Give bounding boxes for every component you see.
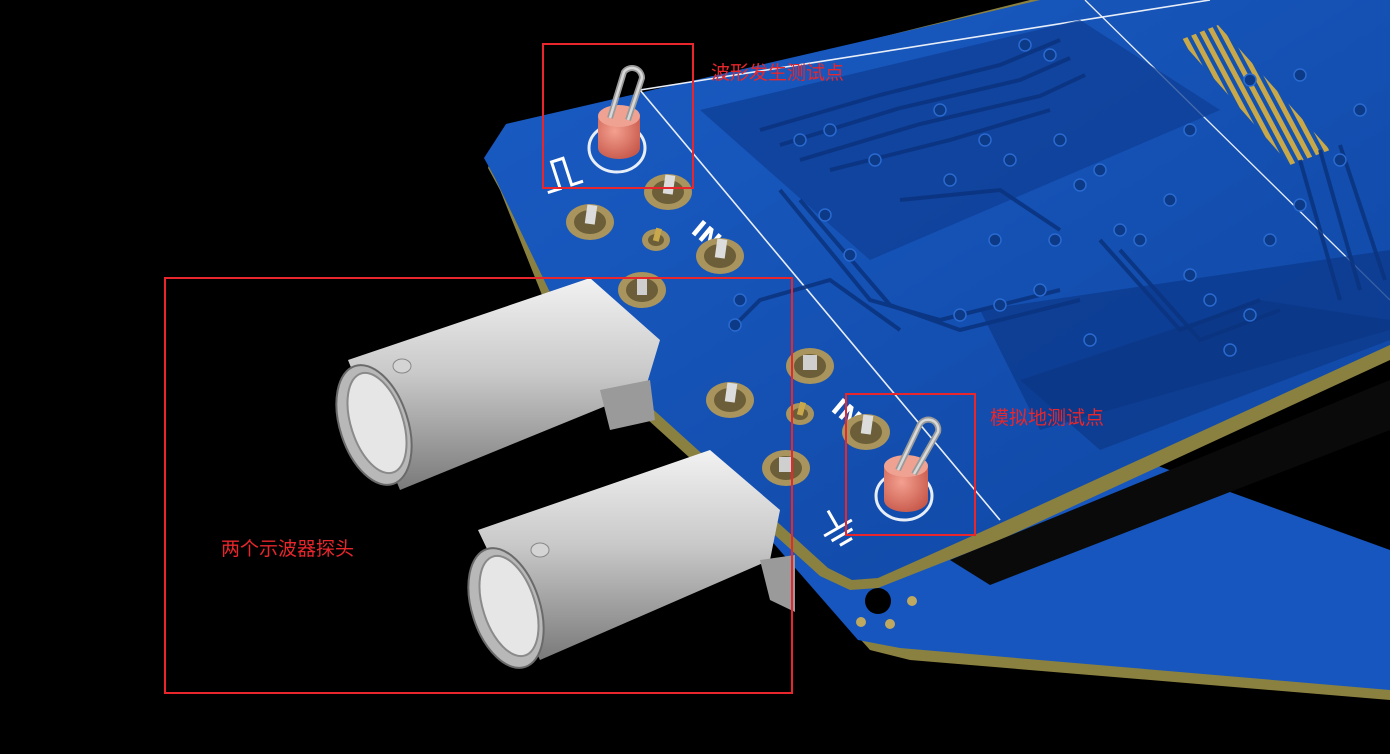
fpc-connector-pads — [1180, 25, 1330, 165]
ground-test-point-label: 模拟地测试点 — [990, 407, 1105, 429]
probe-connectors-callout — [164, 277, 793, 694]
through-hole-pads — [566, 174, 890, 486]
square-wave-icon — [547, 156, 584, 195]
waveform-test-point-label: 波形发生测试点 — [711, 62, 845, 84]
ground-icon — [823, 509, 854, 547]
waveform-test-point — [587, 65, 647, 174]
main-pcb-board: IN1 IN2 — [484, 0, 1390, 590]
ground-test-point-callout — [845, 393, 976, 536]
mounting-hole — [865, 588, 891, 614]
bnc-connector-1 — [335, 278, 660, 490]
waveform-test-point-callout — [542, 43, 694, 189]
ground-test-point — [874, 416, 942, 522]
probe-connectors-label: 两个示波器探头 — [221, 538, 355, 560]
bnc-connector-2 — [467, 450, 795, 669]
